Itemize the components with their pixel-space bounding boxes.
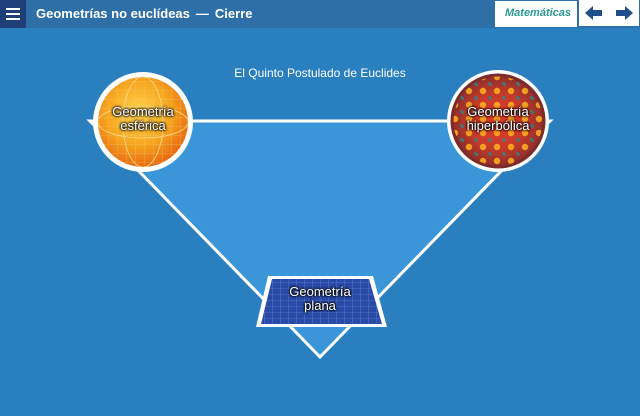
node-esferica[interactable] [93,72,193,172]
subject-badge[interactable]: Matemáticas [494,0,578,28]
label-line: hiperbólica [466,118,530,133]
section-title: Cierre [214,6,253,21]
label-line: Geometría [112,104,174,119]
node-hiperbolica[interactable] [447,70,549,172]
label-line: esférica [120,118,166,133]
menu-button[interactable] [0,0,26,28]
hamburger-icon-line [6,13,20,15]
arrow-left-icon [585,6,602,20]
arrow-right-icon [616,6,633,20]
hamburger-icon-line [6,18,20,20]
next-button[interactable] [609,0,639,26]
breadcrumb: Geometrías no euclídeas — Cierre [36,6,252,21]
triangle-fill [90,121,550,357]
diagram [86,70,554,360]
top-bar: Geometrías no euclídeas — Cierre Matemátic… [0,0,640,28]
label-line: Geometría [289,284,351,299]
breadcrumb-separator: — [195,6,209,21]
hamburger-icon [6,8,20,10]
prev-button[interactable] [579,0,609,26]
module-title: Geometrías no euclídeas [36,6,190,21]
content-area: El Quinto Postulado de Euclides Geometrí… [0,28,640,416]
subject-label: Matemáticas [505,7,572,19]
page-title: El Quinto Postulado de Euclides [234,66,406,80]
node-label-esferica[interactable]: Geometría esférica [93,105,193,133]
node-label-plana[interactable]: Geometría plana [270,285,370,313]
label-line: plana [304,298,336,313]
node-plana[interactable] [256,276,387,327]
triangle-outline [86,119,554,360]
label-line: Geometría [467,104,529,119]
node-label-hiperbolica[interactable]: Geometría hiperbólica [448,105,548,133]
